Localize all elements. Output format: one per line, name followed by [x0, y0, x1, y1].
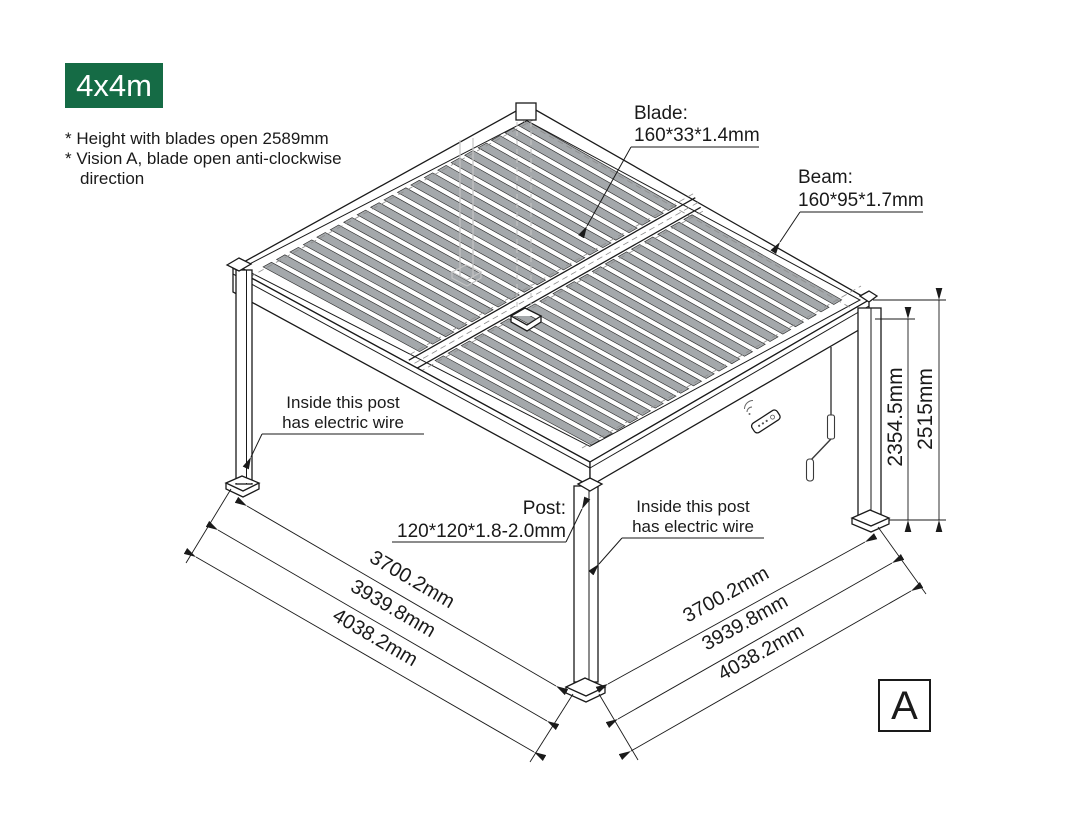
electric-right-line1: Inside this post: [636, 497, 750, 516]
hidden-post-foot: [450, 264, 483, 287]
pivot-dash-back-left: [240, 118, 535, 283]
pivot-dash-back-right: [522, 120, 859, 313]
beam-leader-line: [770, 211, 801, 255]
remote-button-3: [765, 419, 768, 423]
callouts: Blade: 160*33*1.4mm Beam: 160*95*1.7mm P…: [242, 103, 924, 576]
electric-left-line2: has electric wire: [282, 413, 404, 432]
post-callout-title: Post:: [523, 498, 566, 519]
electric-right-line2: has electric wire: [632, 517, 754, 536]
divider-beam-edge-1: [408, 197, 696, 361]
pivot-dash-front-right: [581, 285, 862, 449]
crank-handle: [805, 347, 836, 482]
size-badge-background: [65, 63, 163, 108]
roof-blades-right-half: [434, 214, 843, 446]
electric-left-line1: Inside this post: [286, 393, 400, 412]
view-marker-box: [878, 679, 931, 732]
divider-beam-edge-2: [413, 206, 702, 371]
note-line-3: direction: [80, 169, 144, 188]
beam-callout-title: Beam:: [798, 167, 853, 188]
front-corner-cap: [576, 477, 604, 492]
remote-button-2: [761, 422, 765, 425]
pivot-dash-divider-right: [416, 210, 704, 375]
roof-blades-left-half: [262, 120, 678, 352]
blade-callout-spec: 160*33*1.4mm: [634, 125, 760, 146]
remote-button-1: [758, 424, 761, 427]
electric-left-leader: [242, 433, 263, 470]
ext-right-post: [877, 526, 927, 595]
ext-left-post: [185, 488, 232, 564]
divider-beam-centerline: [411, 202, 699, 366]
view-marker-letter: A: [891, 684, 918, 728]
note-line-1: * Height with blades open 2589mm: [65, 129, 329, 148]
front-post-foot: [564, 677, 607, 703]
electric-right-leader: [588, 537, 623, 576]
remote-control-icon: [744, 400, 781, 434]
blade-leader-line: [578, 146, 632, 239]
crank-sleeve: [826, 414, 836, 440]
size-badge-label: 4x4m: [76, 68, 152, 103]
right-post-foot: [850, 509, 891, 533]
note-line-2: * Vision A, blade open anti-clockwise: [65, 149, 342, 168]
beam-lip-front-left: [232, 273, 591, 469]
motor-housing: [509, 307, 543, 332]
blade-callout-title: Blade:: [634, 103, 688, 124]
notes-block: * Height with blades open 2589mm * Visio…: [65, 129, 342, 188]
post-callout-spec: 120*120*1.8-2.0mm: [397, 521, 566, 542]
remote-dial: [770, 414, 775, 420]
front-post: [573, 485, 599, 683]
louvered-roof: [231, 104, 871, 488]
posts: [224, 269, 891, 703]
post-leader-line: [565, 496, 591, 543]
crank-arm: [809, 438, 832, 462]
left-post-foot: [224, 475, 261, 498]
wireless-signal-icon: [744, 400, 754, 415]
right-corner-cap: [858, 290, 879, 303]
beam-callout-spec: 160*95*1.7mm: [798, 190, 924, 211]
pivot-dash-divider-left: [406, 193, 694, 357]
apex-cap: [515, 102, 537, 121]
view-marker: A: [878, 679, 931, 732]
ext-front-post-left: [529, 693, 574, 763]
hidden-back-post: [450, 122, 532, 308]
dim-label-height-outer: 2515mm: [914, 368, 937, 450]
left-corner-cap: [225, 257, 253, 272]
size-badge: 4x4m: [65, 63, 163, 108]
dim-line-right-3: [618, 581, 924, 761]
dim-label-height-inner: 2354.5mm: [884, 367, 907, 466]
left-post: [235, 269, 253, 485]
dim-line-left-3: [183, 547, 547, 762]
roof-inner-frame: [240, 120, 862, 447]
corner-caps: [225, 102, 879, 492]
crank-grip: [805, 458, 815, 482]
beam-lip-front-right: [589, 305, 870, 469]
right-post: [857, 307, 882, 518]
